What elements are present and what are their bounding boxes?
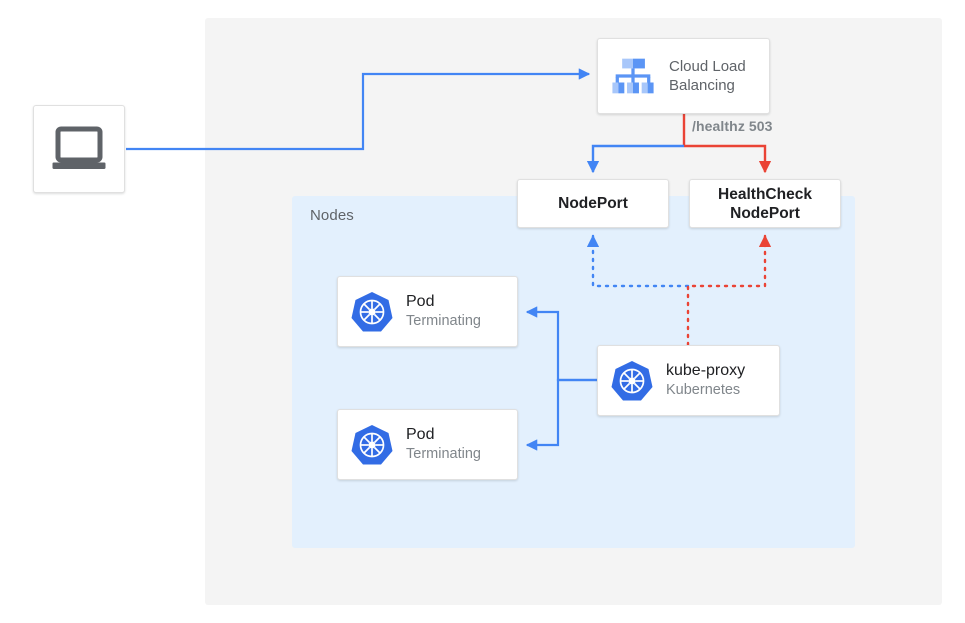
nodes-region-label: Nodes: [310, 207, 354, 224]
healthcheck-nodeport-label: HealthCheck NodePort: [718, 185, 812, 222]
pod-b-title: Pod: [406, 426, 435, 443]
pod-b-status: Terminating: [406, 446, 481, 462]
cloud-load-balancing-node[interactable]: Cloud Load Balancing: [597, 38, 770, 114]
kube-proxy-subtitle: Kubernetes: [666, 382, 741, 398]
nodeport-label: NodePort: [558, 195, 628, 212]
kube-proxy-node[interactable]: kube-proxy Kubernetes: [597, 345, 780, 416]
pod-a-status: Terminating: [406, 313, 481, 329]
nodeport-node[interactable]: NodePort: [517, 179, 669, 228]
pod-b-node[interactable]: Pod Terminating: [337, 409, 518, 480]
healthcheck-nodeport-node[interactable]: HealthCheck NodePort: [689, 179, 841, 228]
healthz-503-label: /healthz 503: [692, 118, 773, 134]
cloud-load-balancing-label: Cloud Load Balancing: [669, 58, 746, 94]
kubernetes-icon: [351, 424, 393, 464]
pod-a-title: Pod: [406, 293, 435, 310]
cloud-load-balancing-icon: [612, 58, 654, 94]
kubernetes-icon: [611, 360, 653, 400]
client-node[interactable]: [33, 105, 125, 193]
kubernetes-icon: [351, 291, 393, 331]
laptop-icon: [52, 126, 106, 169]
pod-a-node[interactable]: Pod Terminating: [337, 276, 518, 347]
kube-proxy-title: kube-proxy: [666, 362, 746, 379]
